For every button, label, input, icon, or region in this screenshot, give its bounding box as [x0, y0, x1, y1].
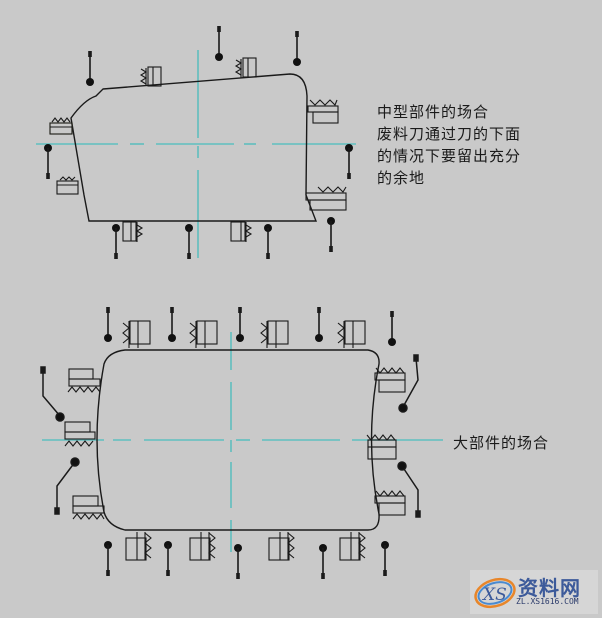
- cutters-left-large: [64, 368, 105, 520]
- cutter-bottom-2: [230, 221, 253, 242]
- cutter-right-2: [305, 186, 347, 211]
- watermark-url: ZL.XS1616.COM: [516, 597, 579, 606]
- part-outline-large: [96, 349, 380, 531]
- watermark: XS 资料网 ZL.XS1616.COM: [470, 570, 598, 614]
- cutters-bottom-large: [125, 532, 366, 561]
- diagram-medium-part: [36, 25, 356, 260]
- watermark-title: 资料网: [518, 576, 581, 600]
- svg-text:XS: XS: [481, 585, 507, 605]
- cutter-bottom-1: [122, 221, 144, 242]
- diagram-large-part: [40, 306, 443, 580]
- cutter-left-2: [56, 176, 79, 195]
- note-line: 的情况下要留出充分: [377, 147, 522, 165]
- centerlines: [36, 50, 356, 258]
- bent-pins-large: [40, 354, 421, 518]
- cutter-top-2: [234, 57, 257, 78]
- watermark-logo-icon: XS: [474, 577, 516, 609]
- centerlines: [42, 332, 443, 552]
- note-line: 废料刀通过刀的下面: [377, 125, 522, 143]
- part-outline-medium: [70, 73, 318, 222]
- note-line: 中型部件的场合: [377, 103, 490, 121]
- cutter-right-1: [307, 99, 339, 124]
- note-large-part: 大部件的场合: [453, 434, 550, 452]
- cutter-top-1: [139, 66, 162, 87]
- cutter-left-1: [49, 117, 73, 135]
- note-line: 的余地: [377, 169, 426, 187]
- cutters-top-large: [122, 320, 366, 348]
- note-medium-part: 中型部件的场合 废料刀通过刀的下面 的情况下要留出充分 的余地: [377, 101, 521, 189]
- cutters-right-large: [366, 367, 406, 516]
